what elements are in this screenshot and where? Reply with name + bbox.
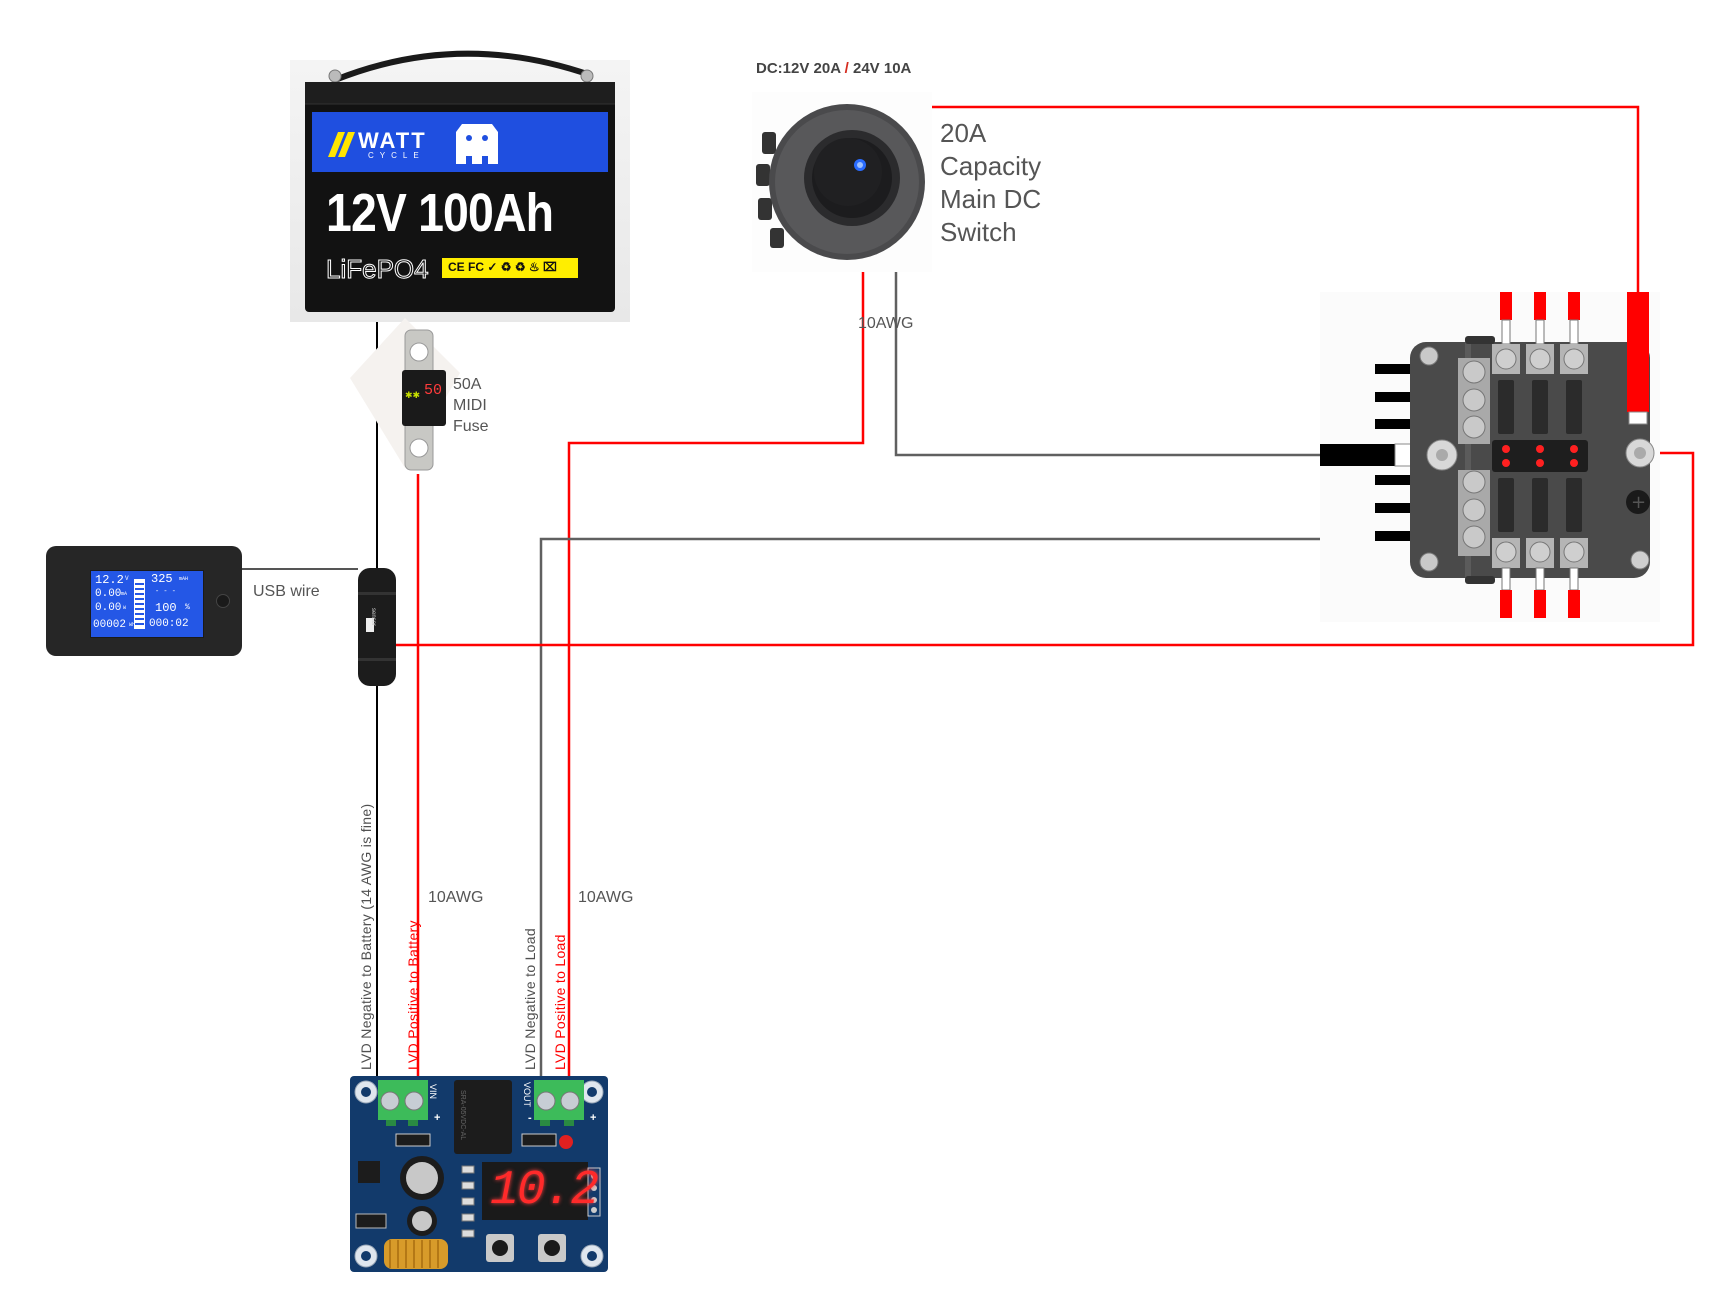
lvd-output-plus: + — [590, 1112, 597, 1124]
battery-brand: WATT — [358, 128, 427, 153]
battery: WATT CYCLE 12V 100Ah LiFePO4 CE FC ✓ ♻ ♻… — [290, 40, 630, 322]
fuse-label-line: Fuse — [453, 418, 489, 435]
monitor-voltage-unit: V — [125, 575, 129, 582]
lvd-vout-label: VOUT — [522, 1082, 532, 1108]
wire-switch-to-fuseblock-positive — [893, 105, 1640, 292]
fuse-block: + — [1320, 292, 1660, 622]
monitor-power-unit: W — [123, 605, 127, 611]
monitor-button[interactable] — [216, 594, 230, 608]
lvd-button-up[interactable] — [486, 1234, 514, 1262]
fuse-slots — [1492, 292, 1588, 618]
usb-wire-label: USB wire — [253, 583, 320, 600]
monitor-power: 0.00 — [95, 602, 122, 614]
battery-handle — [333, 50, 591, 83]
monitor-time: 000:02 — [149, 618, 189, 630]
wire-lvd-load-negative — [539, 537, 1390, 1082]
battery-rating: 12V 100Ah — [326, 183, 554, 243]
lvd-relay — [454, 1080, 512, 1154]
monitor-soc-bar — [134, 579, 145, 629]
monitor-soc-unit: % — [185, 603, 190, 612]
switch-description: 20A Capacity Main DC Switch — [940, 117, 1041, 249]
monitor-current-unit: mA — [121, 591, 128, 597]
fuse-label: 50A MIDI Fuse — [453, 374, 489, 437]
lvd-relay-label: SRA-05VDC-AL — [459, 1090, 466, 1141]
lvd-input-plus: + — [434, 1112, 441, 1124]
monitor-energy-unit: Wh — [129, 622, 136, 628]
battery-monitor: 12.2 V 0.00 mA 0.00 W 00002 Wh 325 mAH -… — [46, 546, 242, 656]
switch-rating-24v: 24V 10A — [853, 60, 912, 77]
monitor-capacity-unit: mAH — [179, 576, 189, 582]
label-lvd-positive-battery: LVD Positive to Battery — [405, 920, 421, 1070]
lvd-status-led — [559, 1135, 573, 1149]
awg-label-battery: 10AWG — [428, 889, 484, 906]
fuse-label-line: MIDI — [453, 397, 487, 414]
wire-fuseblock-stud-to-shunt — [378, 451, 1695, 647]
label-lvd-negative-battery: LVD Negative to Battery (14 AWG is fine) — [358, 803, 374, 1070]
label-lvd-negative-load: LVD Negative to Load — [522, 928, 538, 1070]
switch-desc-line: Main DC — [940, 184, 1042, 214]
monitor-ext-value: - - - — [155, 588, 177, 596]
switch-rating-slash: / — [844, 60, 849, 77]
switch-desc-line: 20A — [940, 118, 987, 148]
switch-desc-line: Switch — [940, 217, 1017, 247]
lvd-output-terminal — [534, 1080, 584, 1126]
lvd-display-housing — [482, 1162, 588, 1220]
battery-chemistry: LiFePO4 — [326, 254, 430, 285]
lvd-button-down[interactable] — [538, 1234, 566, 1262]
shunt-usb-port — [366, 618, 374, 632]
svg-text:✱✱: ✱✱ — [405, 390, 420, 400]
main-dc-switch[interactable] — [752, 92, 932, 272]
svg-text:+: + — [1631, 492, 1646, 513]
lvd-output-minus: - — [528, 1112, 532, 1124]
monitor-soc: 100 — [155, 601, 177, 615]
awg-label-switch: 10AWG — [858, 315, 914, 332]
shunt-sensor: sensor — [358, 568, 396, 686]
monitor-capacity: 325 — [151, 572, 173, 586]
awg-label-load: 10AWG — [578, 889, 634, 906]
lvd-voltage-display: 10.2 — [490, 1164, 599, 1218]
fuse-label-line: 50A — [453, 376, 482, 393]
lvd-vin-label: VIN — [428, 1084, 438, 1100]
lvd-board: 10.2 VIN VOUT SRA-05VDC-AL + + - — [350, 1076, 608, 1272]
wire-switch-to-lvd-load-positive — [567, 266, 865, 1082]
switch-rating-12v: DC:12V 20A — [756, 60, 841, 77]
monitor-lcd: 12.2 V 0.00 mA 0.00 W 00002 Wh 325 mAH -… — [90, 570, 204, 638]
fuse-rating-display: 50 — [424, 382, 443, 399]
lvd-inductor — [384, 1239, 448, 1269]
battery-graphic — [290, 50, 630, 322]
battery-cert-marks: CE FC ✓ ♻ ♻ ♨ ⌧ — [448, 260, 557, 274]
fuse-led-indicators — [1502, 445, 1578, 467]
monitor-voltage: 12.2 — [95, 573, 124, 587]
label-lvd-positive-load: LVD Positive to Load — [552, 934, 568, 1070]
wire-switch-to-fuseblock — [894, 240, 1330, 457]
shunt-label: sensor — [370, 608, 376, 627]
switch-rating: DC:12V 20A / 24V 10A — [756, 60, 911, 77]
monitor-energy: 00002 — [93, 619, 127, 631]
monitor-current: 0.00 — [95, 588, 122, 600]
switch-desc-line: Capacity — [940, 151, 1042, 181]
battery-brand-sub: CYCLE — [368, 151, 425, 160]
midi-fuse: ✱✱ 50 — [350, 318, 460, 478]
lvd-input-terminal — [378, 1080, 428, 1126]
mascot-icon — [456, 124, 498, 164]
